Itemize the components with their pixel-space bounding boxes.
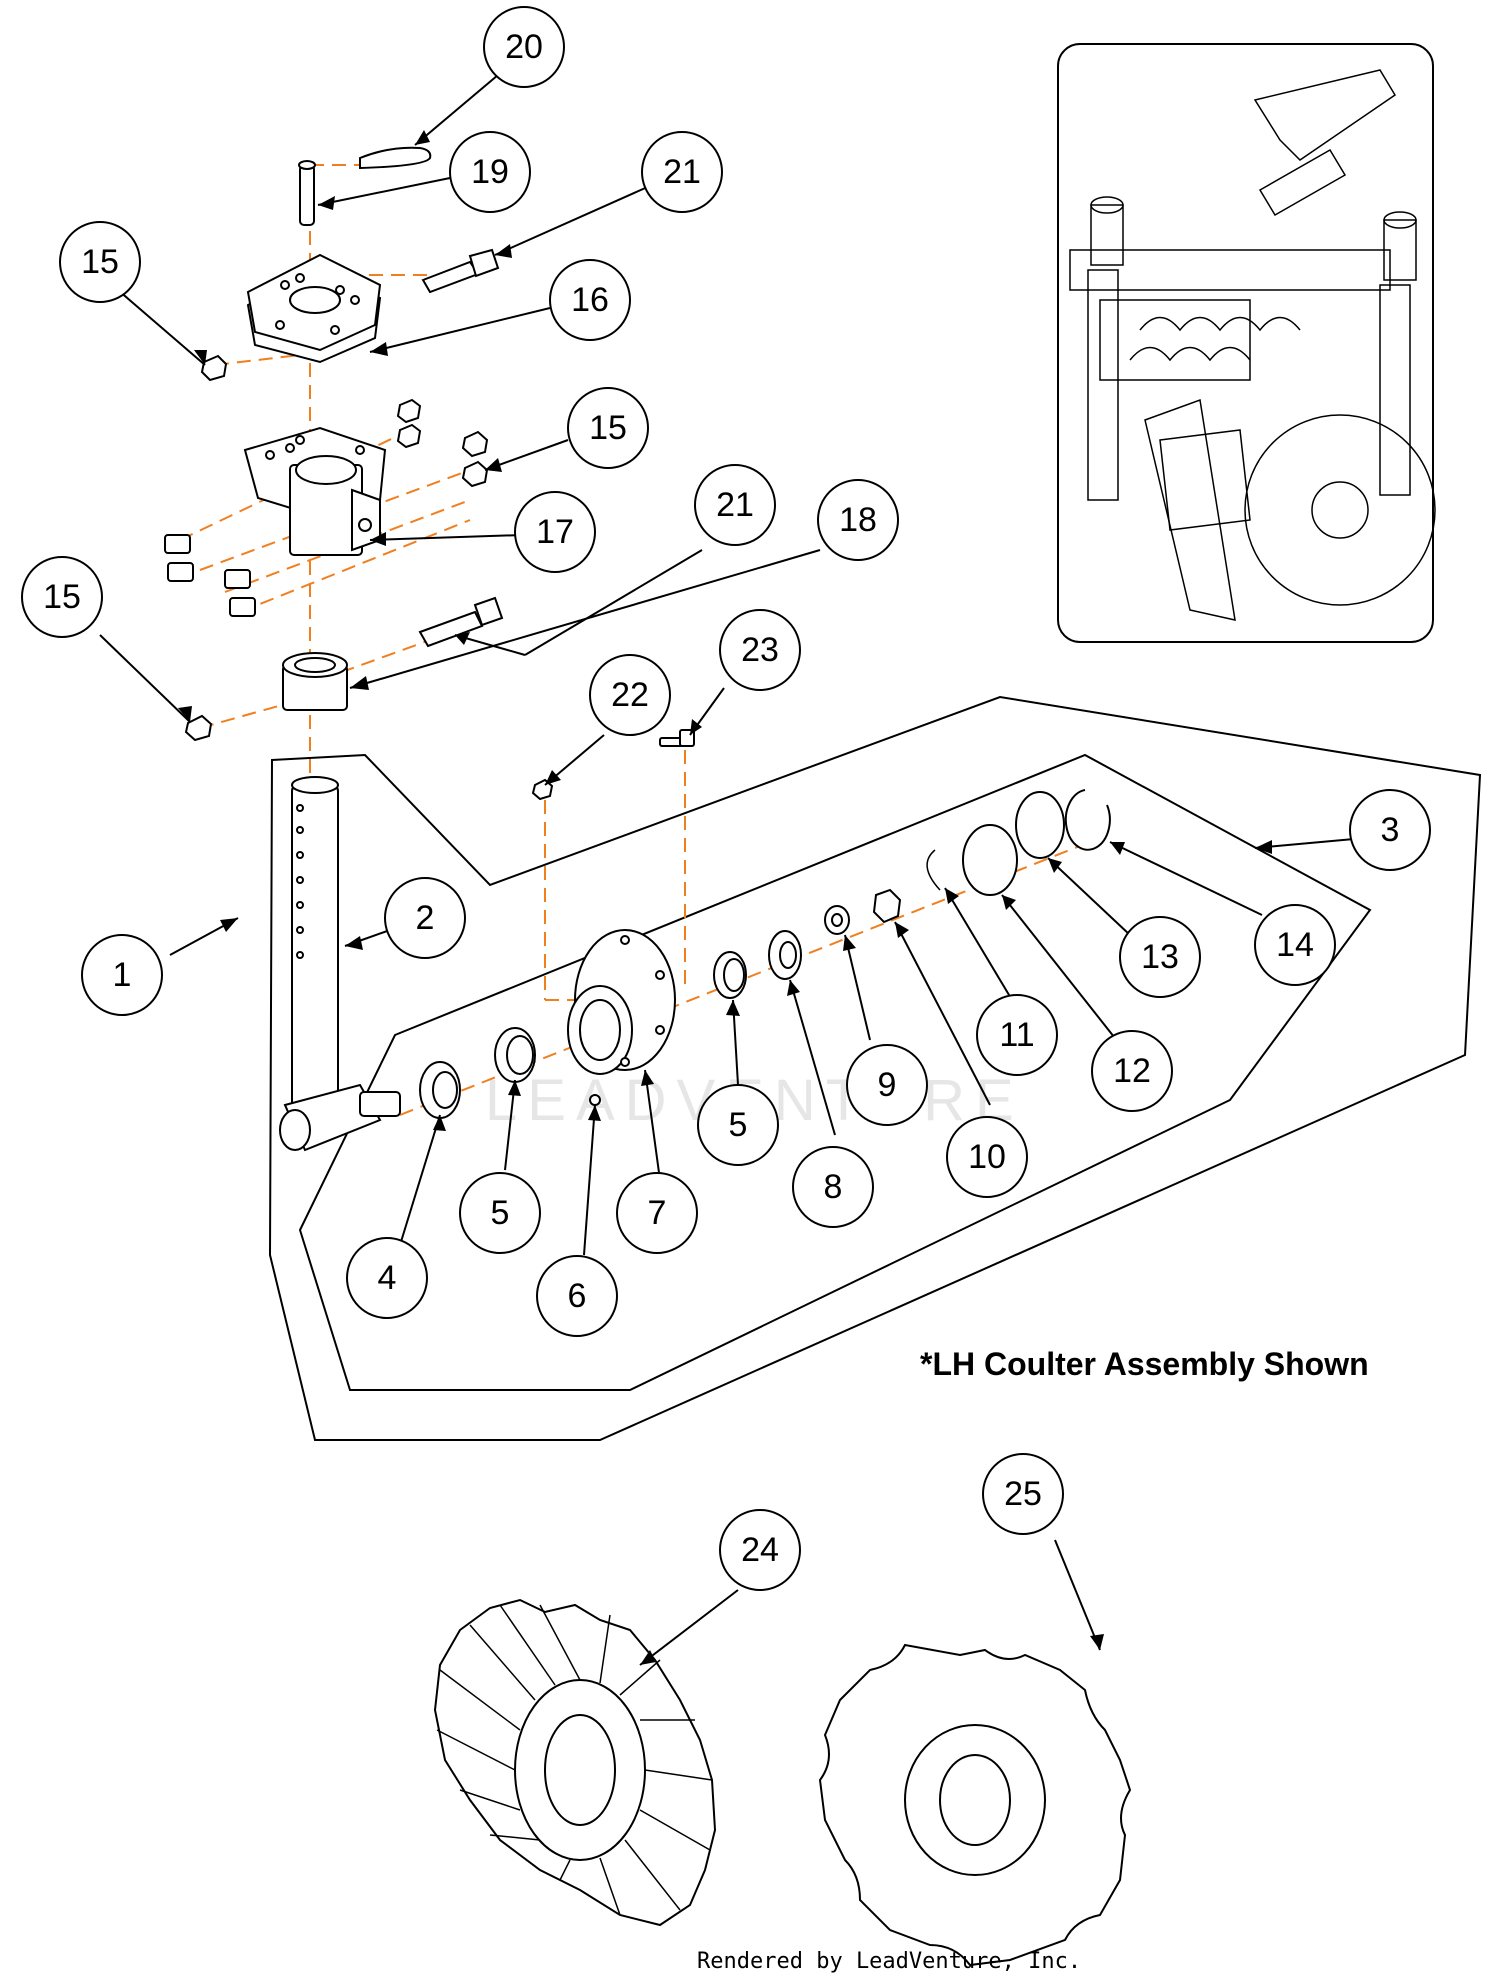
callout-19: 19 <box>449 131 531 213</box>
svg-text:22: 22 <box>611 676 649 714</box>
callout-20: 20 <box>483 6 565 88</box>
callout-3: 3 <box>1349 789 1431 871</box>
callout-24: 24 <box>719 1509 801 1591</box>
callout-14: 14 <box>1254 904 1336 986</box>
callout-16: 16 <box>549 259 631 341</box>
part-24-fluted-blade <box>433 1598 717 1927</box>
svg-text:21: 21 <box>716 486 754 524</box>
assembly-inset-illustration <box>1057 43 1436 643</box>
part-4-seal <box>419 1061 461 1119</box>
part-bolts-mount <box>164 534 256 617</box>
assembly-outline-1 <box>268 695 1482 1441</box>
svg-text:1: 1 <box>113 956 132 994</box>
assembly-outline-3 <box>298 753 1372 1391</box>
svg-text:25: 25 <box>1004 1475 1042 1513</box>
callout-21-lower: 21 <box>694 464 776 546</box>
callout-8: 8 <box>792 1146 874 1228</box>
svg-text:15: 15 <box>589 409 627 447</box>
part-15-nut-a <box>200 354 228 382</box>
svg-text:21: 21 <box>663 153 701 191</box>
svg-text:11: 11 <box>999 1016 1034 1054</box>
callout-18: 18 <box>817 479 899 561</box>
svg-text:19: 19 <box>471 153 509 191</box>
part-7-hub <box>567 929 676 1075</box>
part-8-bearing <box>768 930 802 980</box>
svg-text:8: 8 <box>824 1168 843 1206</box>
svg-text:7: 7 <box>648 1194 667 1232</box>
callout-6: 6 <box>536 1255 618 1337</box>
callout-17: 17 <box>514 491 596 573</box>
part-11-cotter-pin <box>926 849 941 891</box>
callout-2: 2 <box>384 877 466 959</box>
svg-text:10: 10 <box>968 1138 1006 1176</box>
part-5-cup-b <box>713 951 747 999</box>
part-15-nuts-mount <box>396 398 489 488</box>
svg-text:16: 16 <box>571 281 609 319</box>
leader-arrowheads <box>178 130 1272 1665</box>
part-10-castle-nut <box>872 888 902 924</box>
svg-text:5: 5 <box>729 1106 748 1144</box>
callout-13: 13 <box>1119 916 1201 998</box>
callout-10: 10 <box>946 1116 1028 1198</box>
callout-9: 9 <box>846 1044 928 1126</box>
callout-4: 4 <box>346 1237 428 1319</box>
svg-text:13: 13 <box>1141 938 1179 976</box>
svg-text:4: 4 <box>378 1259 397 1297</box>
part-12-o-ring <box>962 824 1018 896</box>
part-14-snap-ring <box>1064 789 1111 851</box>
callout-7: 7 <box>616 1172 698 1254</box>
svg-text:24: 24 <box>741 1531 779 1569</box>
callout-15-mid: 15 <box>567 387 649 469</box>
part-15-nut-left <box>184 714 213 742</box>
callout-5-left: 5 <box>459 1172 541 1254</box>
part-17-mount <box>243 426 387 556</box>
callout-12: 12 <box>1091 1030 1173 1112</box>
part-22-nut <box>531 778 554 801</box>
callout-11: 11 <box>976 994 1058 1076</box>
part-20-hair-pin <box>359 146 432 170</box>
svg-text:15: 15 <box>43 578 81 616</box>
callout-21-upper: 21 <box>641 131 723 213</box>
assembly-caption: *LH Coulter Assembly Shown <box>920 1346 1369 1382</box>
callout-15-top: 15 <box>59 221 141 303</box>
part-13-cap <box>1015 791 1065 859</box>
svg-text:5: 5 <box>491 1194 510 1232</box>
svg-text:18: 18 <box>839 501 877 539</box>
svg-text:17: 17 <box>536 513 574 551</box>
svg-text:20: 20 <box>505 28 543 66</box>
svg-text:6: 6 <box>568 1277 587 1315</box>
callout-15-left: 15 <box>21 556 103 638</box>
part-21-bolt-lower <box>418 596 504 648</box>
render-credit: Rendered by LeadVenture, Inc. <box>697 1949 1081 1974</box>
svg-text:14: 14 <box>1276 926 1314 964</box>
leader-lines <box>99 74 1366 1666</box>
part-21-bolt-upper <box>421 248 500 294</box>
part-16-plates <box>246 253 382 364</box>
callout-22: 22 <box>589 654 671 736</box>
svg-text:2: 2 <box>416 899 435 937</box>
callout-5-right: 5 <box>697 1084 779 1166</box>
svg-text:12: 12 <box>1113 1052 1151 1090</box>
callout-23: 23 <box>719 609 801 691</box>
svg-text:15: 15 <box>81 243 119 281</box>
part-9-washer <box>824 905 850 935</box>
part-2-spindle <box>279 776 401 1152</box>
callout-1: 1 <box>81 934 163 1016</box>
svg-text:9: 9 <box>878 1066 897 1104</box>
part-5-cup-a <box>494 1027 536 1083</box>
svg-text:23: 23 <box>741 631 779 669</box>
part-6-grease-fitting <box>589 1094 601 1106</box>
callout-25: 25 <box>982 1453 1064 1535</box>
part-18-collar <box>282 652 348 711</box>
part-19-pin <box>298 160 316 226</box>
svg-text:3: 3 <box>1381 811 1400 849</box>
part-23-screw <box>659 729 695 747</box>
part-25-notched-blade <box>818 1643 1132 1967</box>
